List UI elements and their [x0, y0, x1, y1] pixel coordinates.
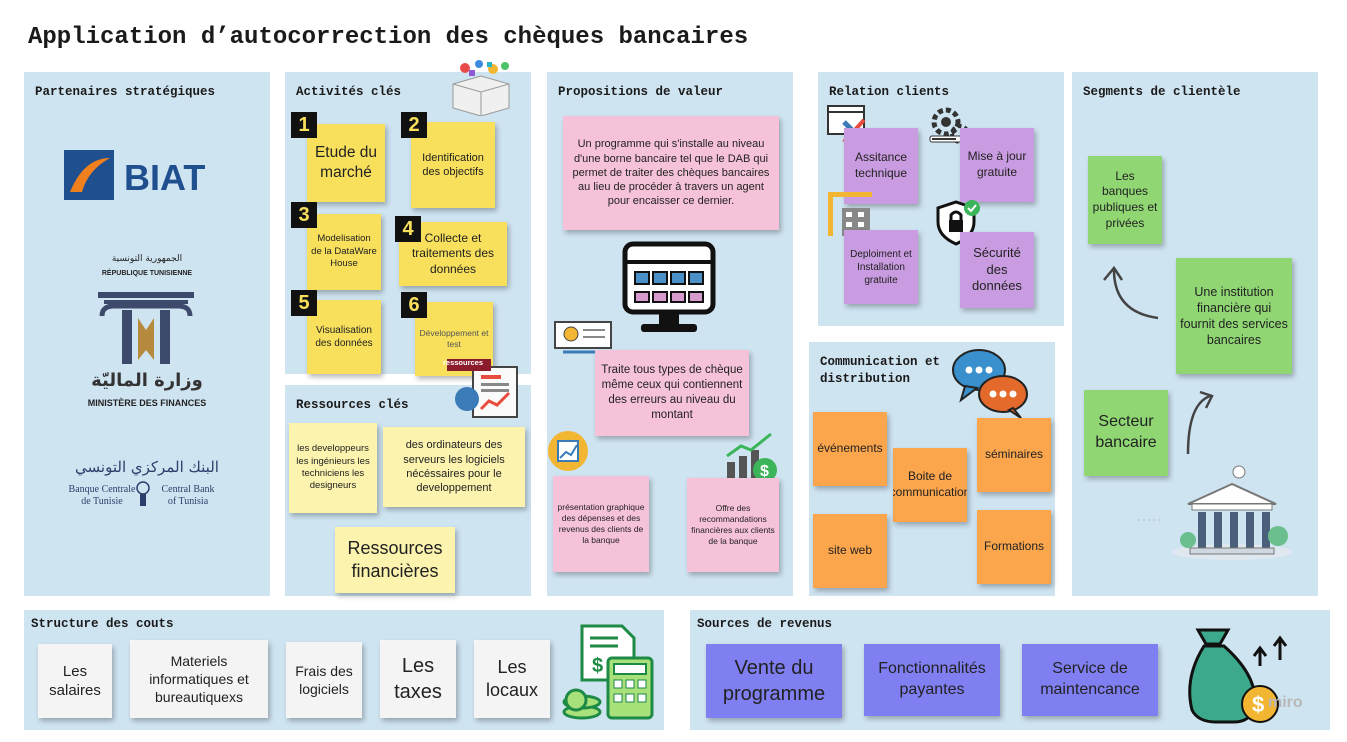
ressource-note-1[interactable]: les developpeurs les ingénieurs les tech…: [289, 423, 377, 513]
ministere-ar: وزارة الماليّة: [91, 370, 203, 391]
partenaires-title: Partenaires stratégiques: [35, 85, 216, 99]
biat-logo-icon: BIAT: [64, 150, 216, 207]
activite-note-5[interactable]: Visualisation des données: [307, 300, 381, 374]
activite-number-2: 2: [401, 112, 427, 138]
svg-text:$: $: [592, 655, 603, 677]
activite-number-3: 3: [291, 202, 317, 228]
ressources-badge: ressources: [442, 358, 484, 367]
relation-note-1[interactable]: Assitance technique: [844, 128, 918, 204]
couts-frame[interactable]: Structure des couts Les salaires Materie…: [24, 610, 664, 730]
cout-note-3[interactable]: Frais des logiciels: [286, 642, 362, 718]
communication-frame[interactable]: Communication et distribution événements…: [809, 342, 1055, 596]
relation-title: Relation clients: [829, 85, 950, 99]
segment-note-2[interactable]: Une institution financière qui fournit d…: [1176, 258, 1292, 374]
growth-chart-icon: [547, 430, 589, 477]
proposition-note-1[interactable]: Un programme qui s'installe au niveau d'…: [563, 116, 779, 230]
activite-number-4: 4: [395, 216, 421, 242]
activite-number-5: 5: [291, 290, 317, 316]
board-title: Application d’autocorrection des chèques…: [28, 24, 749, 51]
cout-note-4[interactable]: Les taxes: [380, 640, 456, 718]
relation-frame[interactable]: Relation clients Assitance technique Mis…: [818, 72, 1064, 326]
cheque-icon: [553, 320, 613, 361]
proposition-note-4[interactable]: Offre des recommandations financières au…: [687, 478, 779, 572]
communication-note-4[interactable]: site web: [813, 514, 887, 588]
propositions-frame[interactable]: Propositions de valeur Un programme qui …: [547, 72, 793, 596]
ressource-note-3[interactable]: Ressources financières: [335, 527, 455, 593]
bct-ar: البنك المركزي التونسي: [75, 458, 219, 476]
communication-title-line-2: distribution: [820, 372, 911, 386]
ministry-emblem-icon: [94, 290, 198, 371]
ressources-frame[interactable]: Ressources clés ressources les developpe…: [285, 358, 531, 596]
money-growth-icon: $: [723, 432, 779, 489]
revenus-title: Sources de revenus: [697, 617, 833, 631]
communication-note-2[interactable]: Boite de communication: [893, 448, 967, 522]
segments-title: Segments de clientèle: [1083, 85, 1241, 99]
segment-note-3[interactable]: Secteur bancaire: [1084, 390, 1168, 476]
communication-note-5[interactable]: Formations: [977, 510, 1051, 584]
chat-bubbles-icon: [951, 346, 1031, 425]
cout-note-2[interactable]: Materiels informatiques et bureautiquexs: [130, 640, 268, 718]
cout-note-1[interactable]: Les salaires: [38, 644, 112, 718]
money-bag-icon: $: [1184, 618, 1304, 731]
gift-box-icon: [439, 60, 523, 121]
proposition-note-2[interactable]: Traite tous types de chèque même ceux qu…: [595, 350, 749, 436]
report-chart-icon: [447, 359, 533, 426]
couts-title: Structure des couts: [31, 617, 174, 631]
biat-text: BIAT: [124, 157, 205, 198]
activites-frame[interactable]: Activités clés Etude du marché 1 Identif…: [285, 60, 531, 376]
revenus-frame[interactable]: Sources de revenus Vente du programme Fo…: [690, 610, 1330, 730]
calculator-icon: $: [562, 624, 658, 725]
communication-note-1[interactable]: événements: [813, 412, 887, 486]
ministere-fr: MINISTÈRE DES FINANCES: [87, 398, 207, 408]
bct-en-1: Central Bank: [161, 484, 215, 495]
segments-frame[interactable]: Segments de clientèle Les banques publiq…: [1072, 72, 1318, 596]
bct-fr-1: Banque Centrale: [68, 484, 136, 495]
communication-note-3[interactable]: séminaires: [977, 418, 1051, 492]
cout-note-5[interactable]: Les locaux: [474, 640, 550, 718]
activites-title: Activités clés: [296, 85, 402, 99]
monitor-icon: [621, 240, 717, 341]
segment-note-1[interactable]: Les banques publiques et privées: [1088, 156, 1162, 244]
activite-note-1[interactable]: Etude du marché: [307, 124, 385, 202]
curved-arrow-icon: [1100, 262, 1162, 327]
relation-note-3[interactable]: Deploiment et Installation gratuite: [844, 230, 918, 304]
curved-arrow-icon-2: [1180, 388, 1220, 463]
central-bank-emblem-icon: [134, 480, 152, 513]
bank-building-icon: [1134, 462, 1294, 567]
republique-fr: RÉPUBLIQUE TUNISIENNE: [101, 270, 193, 277]
revenu-note-2[interactable]: Fonctionnalités payantes: [864, 644, 1000, 716]
ressources-title: Ressources clés: [296, 398, 409, 412]
bct-fr-2: de Tunisie: [81, 496, 123, 507]
bct-en-2: of Tunisia: [167, 496, 209, 507]
activite-note-2[interactable]: Identification des objectifs: [411, 122, 495, 208]
relation-note-2[interactable]: Mise à jour gratuite: [960, 128, 1034, 202]
partenaires-frame[interactable]: Partenaires stratégiques BIAT الجمهورية …: [24, 72, 270, 596]
communication-title: Communication et distribution: [820, 354, 940, 388]
communication-title-line-1: Communication et: [820, 355, 941, 369]
ressource-note-2[interactable]: des ordinateurs des serveurs les logicie…: [383, 427, 525, 507]
republique-ar: الجمهورية التونسية: [111, 254, 183, 264]
activite-number-1: 1: [291, 112, 317, 138]
revenu-note-1[interactable]: Vente du programme: [706, 644, 842, 718]
revenu-note-3[interactable]: Service de maintencance: [1022, 644, 1158, 716]
svg-text:$: $: [760, 463, 769, 480]
propositions-title: Propositions de valeur: [558, 85, 724, 99]
miro-watermark: miro: [1268, 694, 1303, 711]
relation-note-4[interactable]: Sécurité des données: [960, 232, 1034, 308]
activite-number-6: 6: [401, 292, 427, 318]
svg-text:$: $: [1252, 692, 1264, 717]
activite-note-3[interactable]: Modelisation de la DataWare House: [307, 214, 381, 290]
proposition-note-3[interactable]: présentation graphique des dépenses et d…: [553, 476, 649, 572]
